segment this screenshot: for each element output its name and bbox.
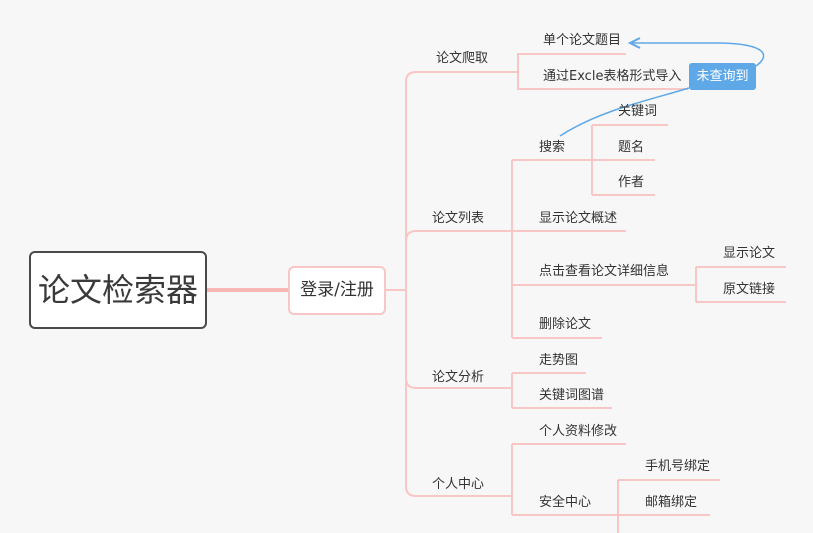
topic-single-title[interactable]: 单个论文题目 — [543, 33, 622, 48]
arrowhead-icon — [627, 37, 641, 49]
topic-crawl[interactable]: 论文爬取 — [436, 51, 489, 66]
topic-summary[interactable]: 显示论文概述 — [539, 211, 618, 226]
topic-trend-chart[interactable]: 走势图 — [539, 353, 579, 368]
topic-phone-binding[interactable]: 手机号绑定 — [645, 459, 711, 474]
topic-show-paper[interactable]: 显示论文 — [723, 246, 776, 261]
relationship-arrow-line — [632, 42, 765, 67]
relationship-line — [559, 87, 690, 137]
topic-source-link[interactable]: 原文链接 — [723, 282, 776, 297]
topic-email-binding[interactable]: 邮箱绑定 — [645, 495, 698, 510]
topic-title-name[interactable]: 题名 — [618, 140, 645, 155]
topic-author[interactable]: 作者 — [618, 175, 645, 190]
topic-list[interactable]: 论文列表 — [432, 211, 485, 226]
connector-list — [405, 230, 512, 290]
topic-analysis[interactable]: 论文分析 — [432, 370, 485, 385]
topic-search[interactable]: 搜索 — [539, 140, 566, 155]
topic-excel-import[interactable]: 通过Excle表格形式导入 — [543, 69, 682, 84]
annotation-not-found[interactable]: 未查询到 — [689, 63, 756, 90]
root-topic[interactable]: 论文检索器 — [29, 251, 207, 329]
connector-personal — [405, 290, 512, 497]
topic-keyword[interactable]: 关键词 — [618, 104, 658, 119]
main-topic-login[interactable]: 登录/注册 — [288, 266, 386, 315]
topic-profile-edit[interactable]: 个人资料修改 — [539, 424, 618, 439]
connector-crawl — [405, 71, 512, 290]
topic-security[interactable]: 安全中心 — [539, 495, 592, 510]
topic-delete[interactable]: 删除论文 — [539, 317, 592, 332]
topic-detail[interactable]: 点击查看论文详细信息 — [539, 264, 670, 279]
topic-personal[interactable]: 个人中心 — [432, 477, 485, 492]
topic-keyword-graph[interactable]: 关键词图谱 — [539, 388, 605, 403]
